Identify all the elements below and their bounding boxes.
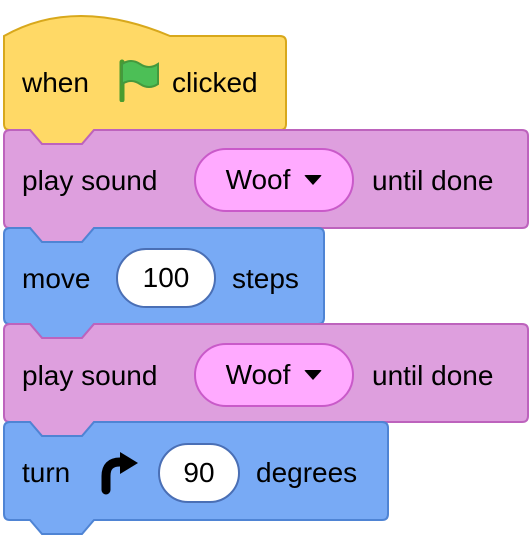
hat-label-when: when — [22, 67, 89, 98]
rotate-clockwise-icon — [96, 450, 142, 501]
degrees-label: degrees — [256, 457, 358, 488]
turn-label: turn — [22, 457, 71, 488]
degrees-input[interactable]: 90 — [158, 443, 240, 503]
move-label: move — [22, 263, 91, 294]
steps-input[interactable]: 100 — [116, 248, 216, 308]
until-done-label: until done — [372, 360, 494, 391]
hat-label-clicked: clicked — [172, 67, 258, 98]
play-sound-label: play sound — [22, 165, 158, 196]
green-flag-icon — [118, 58, 160, 107]
sound-menu-value: Woof — [225, 164, 291, 195]
dropdown-caret-icon — [304, 175, 323, 185]
steps-label: steps — [232, 263, 299, 294]
sound-menu-dropdown[interactable]: Woof — [194, 148, 354, 212]
dropdown-caret-icon — [304, 370, 323, 380]
sound-menu-value: Woof — [225, 359, 291, 390]
until-done-label: until done — [372, 165, 494, 196]
play-sound-label: play sound — [22, 360, 158, 391]
degrees-input-value: 90 — [183, 457, 215, 488]
steps-input-value: 100 — [142, 262, 190, 293]
sound-menu-dropdown[interactable]: Woof — [194, 343, 354, 407]
